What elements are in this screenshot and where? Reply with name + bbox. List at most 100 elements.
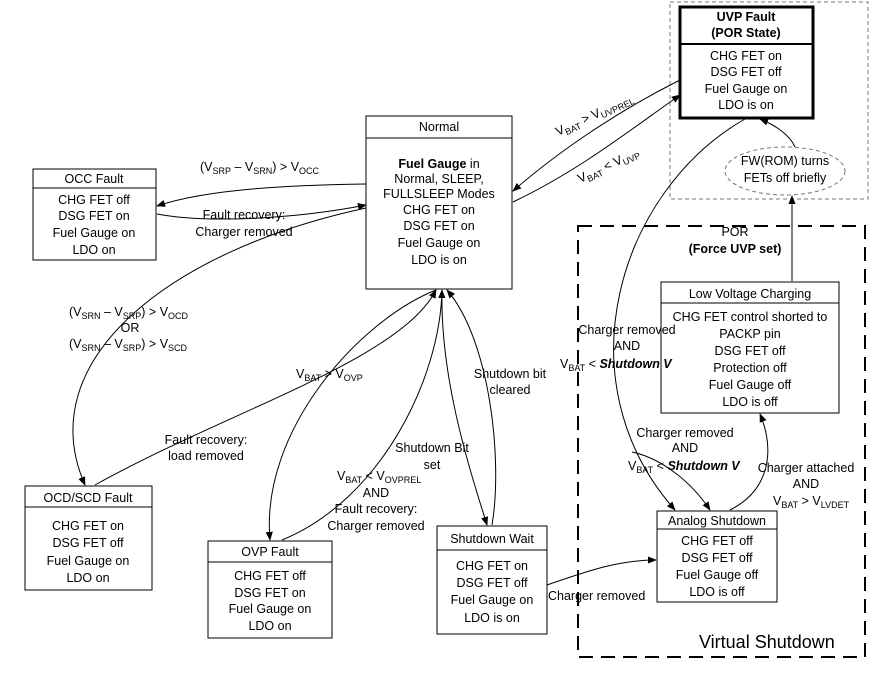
edge-lv-to-analog (631, 451, 711, 511)
edge-uvp (512, 94, 681, 203)
svg-text:DSG FET off: DSG FET off (681, 551, 753, 565)
label-lv-to-analog-1: Charger removed (636, 426, 733, 440)
label-shutdown-wait-to-analog: Charger removed (548, 589, 645, 603)
label-analog-to-lv-1: Charger attached (758, 461, 855, 475)
label-shutdown-bit-cleared-2: cleared (490, 383, 531, 397)
svg-text:CHG FET off: CHG FET off (234, 569, 306, 583)
svg-text:CHG FET control shorted to: CHG FET control shorted to (673, 310, 828, 324)
state-occ-fault: OCC Fault CHG FET off DSG FET on Fuel Ga… (32, 168, 157, 261)
label-occ-recovery-1: Fault recovery: (203, 208, 286, 222)
label-shutdown-bit-cleared-1: Shutdown bit (474, 367, 547, 381)
svg-text:CHG FET off: CHG FET off (681, 534, 753, 548)
svg-text:LDO on: LDO on (72, 243, 115, 257)
svg-text:DSG FET off: DSG FET off (52, 536, 124, 550)
svg-text:Low Voltage Charging: Low Voltage Charging (689, 287, 811, 301)
label-ovp-recovery-1: Fault recovery: (335, 502, 418, 516)
label-ocd-cond2: (VSRN – VSRP) > VSCD (69, 337, 188, 353)
label-ocd-cond1: (VSRN – VSRP) > VOCD (69, 305, 189, 321)
svg-text:Fuel Gauge on: Fuel Gauge on (451, 593, 534, 607)
svg-text:LDO is off: LDO is off (722, 395, 778, 409)
edge-occ-trip (156, 183, 367, 207)
label-analog-to-lv-cond: VBAT > VLVDET (773, 494, 850, 510)
label-lv-to-analog-cond: VBAT < Shutdown V (628, 459, 741, 475)
state-ocd-scd-fault: OCD/SCD Fault CHG FET on DSG FET off Fue… (24, 485, 153, 591)
state-normal-title: Normal (419, 120, 459, 134)
svg-text:CHG FET on: CHG FET on (456, 559, 528, 573)
label-uvp: VBAT < VUVP (575, 145, 642, 188)
label-charger-removed-and: AND (614, 339, 640, 353)
svg-text:OCD/SCD Fault: OCD/SCD Fault (44, 491, 133, 505)
svg-text:Fuel Gauge on: Fuel Gauge on (705, 82, 788, 96)
label-ovp-recovery-2: Charger removed (327, 519, 424, 533)
svg-text:OCC Fault: OCC Fault (64, 172, 124, 186)
label-charger-removed-cond: VBAT < Shutdown V (560, 357, 673, 373)
label-analog-to-lv-and: AND (793, 477, 819, 491)
svg-text:Fuel Gauge on: Fuel Gauge on (229, 602, 312, 616)
label-ovp-recovery-and: AND (363, 486, 389, 500)
state-normal: Normal Fuel Gauge in Normal, SLEEP, FULL… (365, 115, 513, 290)
label-ovp-cond: VBAT > VOVP (296, 367, 363, 383)
svg-text:Fuel Gauge off: Fuel Gauge off (709, 378, 792, 392)
label-ocd-or: OR (121, 321, 140, 335)
label-occ-cond: (VSRP – VSRN) > VOCC (200, 160, 320, 176)
svg-text:Analog Shutdown: Analog Shutdown (668, 514, 766, 528)
edge-occ-recovery (156, 203, 367, 220)
label-ovp-recovery-cond: VBAT < VOVPREL (337, 469, 421, 485)
svg-text:FETs off briefly: FETs off briefly (744, 171, 827, 185)
label-shutdown-bit-set-1: Shutdown Bit (395, 441, 469, 455)
svg-text:FULLSLEEP Modes: FULLSLEEP Modes (383, 187, 495, 201)
edge-ocd-recovery (94, 289, 437, 486)
edge-shutdown-bit-cleared (446, 289, 497, 526)
svg-text:Fuel Gauge on: Fuel Gauge on (47, 554, 130, 568)
svg-text:LDO is on: LDO is on (464, 611, 520, 625)
label-uvprel: VBAT > VUVPREL (553, 91, 636, 141)
svg-text:Normal, SLEEP,: Normal, SLEEP, (394, 172, 483, 186)
label-ocd-recovery-1: Fault recovery: (165, 433, 248, 447)
edge-ovp-recovery (281, 289, 446, 541)
svg-text:CHG FET off: CHG FET off (58, 193, 130, 207)
svg-text:CHG FET on: CHG FET on (52, 519, 124, 533)
svg-text:Fuel Gauge on: Fuel Gauge on (398, 236, 481, 250)
label-shutdown-bit-set-2: set (424, 458, 441, 472)
edge-fw-to-uvp (759, 118, 796, 148)
svg-text:DSG FET off: DSG FET off (714, 344, 786, 358)
svg-text:FW(ROM) turns: FW(ROM) turns (741, 154, 829, 168)
edge-ovp-trip (265, 289, 437, 541)
svg-text:DSG FET on: DSG FET on (234, 586, 305, 600)
svg-text:CHG FET on: CHG FET on (710, 49, 782, 63)
edge-ocd-trip (72, 207, 367, 486)
svg-text:LDO is on: LDO is on (411, 253, 467, 267)
label-por-2: (Force UVP set) (689, 242, 782, 256)
state-analog-shutdown: Analog Shutdown CHG FET off DSG FET off … (656, 510, 778, 603)
svg-text:OVP Fault: OVP Fault (241, 545, 299, 559)
virtual-shutdown-label: Virtual Shutdown (699, 632, 835, 652)
svg-text:DSG FET on: DSG FET on (403, 219, 474, 233)
svg-text:LDO on: LDO on (248, 619, 291, 633)
state-low-voltage-charging: Low Voltage Charging CHG FET control sho… (660, 281, 840, 414)
virtual-shutdown-region (577, 225, 866, 658)
svg-text:LDO on: LDO on (66, 571, 109, 585)
svg-text:UVP Fault: UVP Fault (717, 10, 777, 24)
svg-text:Protection off: Protection off (713, 361, 787, 375)
svg-text:LDO is on: LDO is on (718, 98, 774, 112)
label-charger-removed-1: Charger removed (578, 323, 675, 337)
state-uvp-fault: UVP Fault (POR State) CHG FET on DSG FET… (678, 5, 815, 120)
fw-rom-ellipse: FW(ROM) turns FETs off briefly (724, 146, 846, 196)
svg-text:DSG FET off: DSG FET off (456, 576, 528, 590)
svg-text:CHG FET on: CHG FET on (403, 203, 475, 217)
svg-text:LDO is off: LDO is off (689, 585, 745, 599)
svg-text:(POR State): (POR State) (711, 26, 780, 40)
svg-text:PACKP pin: PACKP pin (719, 327, 780, 341)
edge-uvprel (512, 79, 681, 192)
edge-shutdown-bit-set (441, 289, 489, 526)
label-lv-to-analog-and: AND (672, 441, 698, 455)
state-shutdown-wait: Shutdown Wait CHG FET on DSG FET off Fue… (436, 525, 548, 635)
edge-sw-to-analog (546, 556, 657, 586)
svg-text:Fuel Gauge on: Fuel Gauge on (53, 226, 136, 240)
svg-text:DSG FET on: DSG FET on (58, 209, 129, 223)
svg-text:DSG FET off: DSG FET off (710, 65, 782, 79)
label-por-1: POR (721, 225, 748, 239)
label-occ-recovery-2: Charger removed (195, 225, 292, 239)
edge-analog-to-lv (729, 413, 769, 511)
